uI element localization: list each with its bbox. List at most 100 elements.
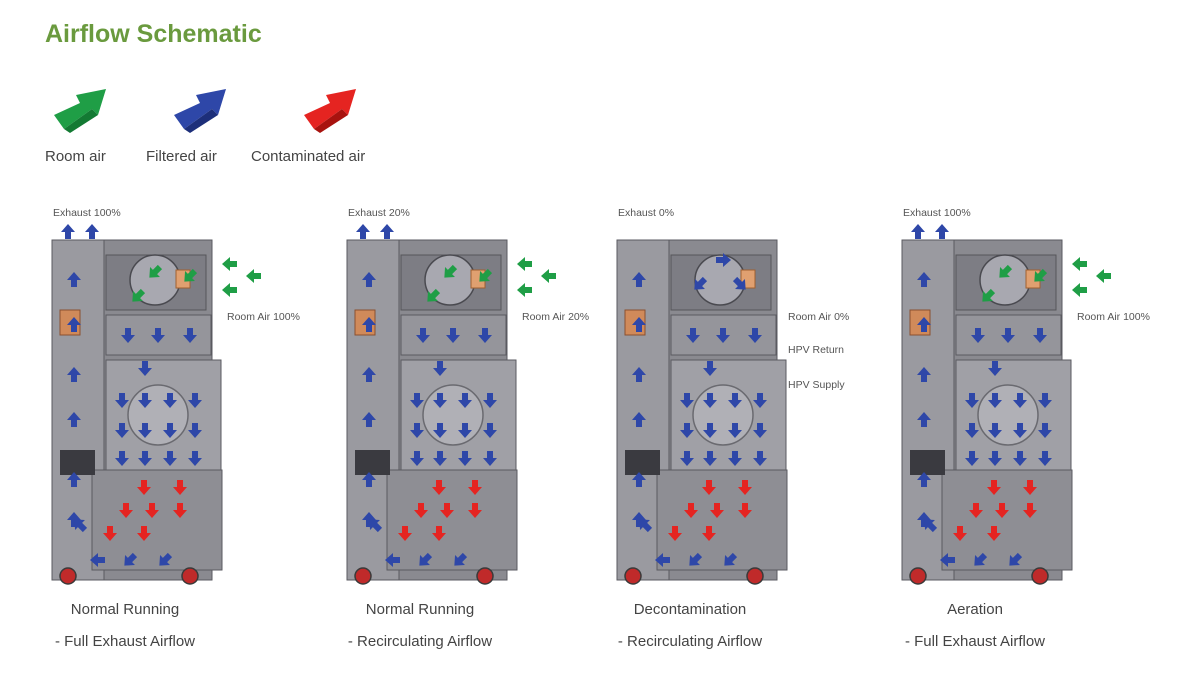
filtered-air-arrow — [632, 412, 646, 427]
contaminated-air-arrow — [987, 526, 1001, 541]
room-air-arrow — [149, 264, 163, 278]
filtered-air-arrow — [716, 328, 730, 343]
room-air-arrow — [1096, 269, 1111, 283]
filtered-air-arrow — [917, 317, 931, 332]
filtered-air-arrow — [728, 423, 742, 438]
mode-title: Normal Running — [70, 601, 180, 618]
filtered-air-arrow — [458, 451, 472, 466]
filtered-air-arrow — [478, 328, 492, 343]
filtered-air-arrow — [1038, 393, 1052, 408]
control-unit — [355, 450, 390, 475]
green-arrow-icon — [54, 89, 106, 133]
room-air-label: Room Air 100% — [1077, 311, 1150, 323]
filtered-air-arrow — [74, 519, 88, 533]
filtered-air-arrow — [138, 393, 152, 408]
filtered-air-arrow — [67, 272, 81, 287]
filtered-air-arrow — [686, 328, 700, 343]
filtered-air-arrow — [988, 361, 1002, 376]
filtered-air-arrow — [988, 393, 1002, 408]
filtered-air-arrow — [67, 412, 81, 427]
filtered-air-arrow — [138, 361, 152, 376]
legend-contaminated-air — [300, 85, 360, 135]
exhaust-label: Exhaust 0% — [618, 207, 675, 219]
mode-subtitle: - Recirculating Airflow — [617, 633, 763, 650]
contaminated-air-arrow — [1023, 503, 1037, 518]
room-air-arrow — [246, 269, 261, 283]
filtered-air-arrow — [965, 423, 979, 438]
exhaust-arrow — [356, 224, 370, 239]
glove-port — [127, 384, 189, 446]
filtered-air-arrow — [689, 552, 703, 566]
filtered-air-arrow — [433, 393, 447, 408]
room-air-arrow — [1072, 283, 1087, 297]
lower-chamber — [386, 469, 518, 571]
cabinet-diagram — [616, 239, 788, 585]
legend-label-room-air: Room air — [45, 148, 106, 165]
contaminated-air-arrow — [702, 480, 716, 495]
filtered-air-arrow — [728, 451, 742, 466]
filtered-air-arrow — [121, 328, 135, 343]
airflow-panel: Exhaust 20%Room Air 20%Normal Running- R… — [335, 200, 625, 670]
cabinet-diagram — [51, 224, 261, 585]
filtered-air-arrow — [639, 519, 653, 533]
filtered-air-arrow — [680, 423, 694, 438]
control-unit — [910, 450, 945, 475]
filtered-air-arrow — [680, 393, 694, 408]
blue-arrow-icon — [174, 89, 226, 133]
contaminated-air-arrow — [398, 526, 412, 541]
filtered-air-arrow — [703, 423, 717, 438]
contaminated-air-arrow — [1023, 480, 1037, 495]
exhaust-label: Exhaust 100% — [903, 207, 971, 219]
filtered-air-arrow — [115, 393, 129, 408]
filtered-air-arrow — [703, 393, 717, 408]
filtered-air-arrow — [362, 512, 376, 527]
airflow-panel: Exhaust 100%Room Air 100%Aeration- Full … — [890, 200, 1180, 670]
room-air-arrow — [541, 269, 556, 283]
room-air-arrow — [222, 257, 237, 271]
red-arrow-icon — [304, 89, 356, 133]
room-air-arrow — [479, 268, 493, 282]
filtered-air-arrow — [163, 423, 177, 438]
filtered-air-arrow — [1033, 328, 1047, 343]
filtered-air-arrow — [454, 552, 468, 566]
airflow-panel: Exhaust 100%Room Air 100%Normal Running-… — [40, 200, 330, 670]
contaminated-air-arrow — [440, 503, 454, 518]
filtered-air-arrow — [753, 451, 767, 466]
mode-subtitle: - Full Exhaust Airflow — [54, 633, 196, 650]
filtered-air-arrow — [917, 272, 931, 287]
filtered-air-arrow — [483, 393, 497, 408]
filtered-air-arrow — [90, 553, 105, 567]
filtered-air-arrow — [138, 451, 152, 466]
contaminated-air-arrow — [432, 480, 446, 495]
contaminated-air-arrow — [432, 526, 446, 541]
filtered-air-arrow — [965, 393, 979, 408]
page-title: Airflow Schematic — [45, 20, 262, 48]
filtered-air-arrow — [433, 451, 447, 466]
exhaust-arrow — [380, 224, 394, 239]
mode-title: Aeration — [947, 601, 1003, 618]
filtered-air-arrow — [1038, 423, 1052, 438]
exhaust-arrow — [85, 224, 99, 239]
filtered-air-arrow — [159, 552, 173, 566]
legend-label-filtered-air: Filtered air — [146, 148, 217, 165]
filtered-air-arrow — [115, 423, 129, 438]
room-air-arrow — [444, 264, 458, 278]
filtered-air-arrow — [369, 519, 383, 533]
room-air-arrow — [1034, 268, 1048, 282]
filtered-air-arrow — [716, 253, 731, 267]
room-air-arrow — [999, 264, 1013, 278]
legend-label-contaminated-air: Contaminated air — [251, 148, 366, 165]
contaminated-air-arrow — [103, 526, 117, 541]
filtered-air-arrow — [138, 423, 152, 438]
filtered-air-arrow — [917, 512, 931, 527]
room-air-arrow — [517, 257, 532, 271]
contaminated-air-arrow — [173, 503, 187, 518]
contaminated-air-arrow — [119, 503, 133, 518]
room-air-arrow — [1072, 257, 1087, 271]
contaminated-air-arrow — [987, 480, 1001, 495]
mode-subtitle: - Recirculating Airflow — [347, 633, 493, 650]
filtered-air-arrow — [1009, 552, 1023, 566]
filtered-air-arrow — [728, 393, 742, 408]
room-air-arrow — [184, 268, 198, 282]
room-air-arrow — [427, 288, 441, 302]
